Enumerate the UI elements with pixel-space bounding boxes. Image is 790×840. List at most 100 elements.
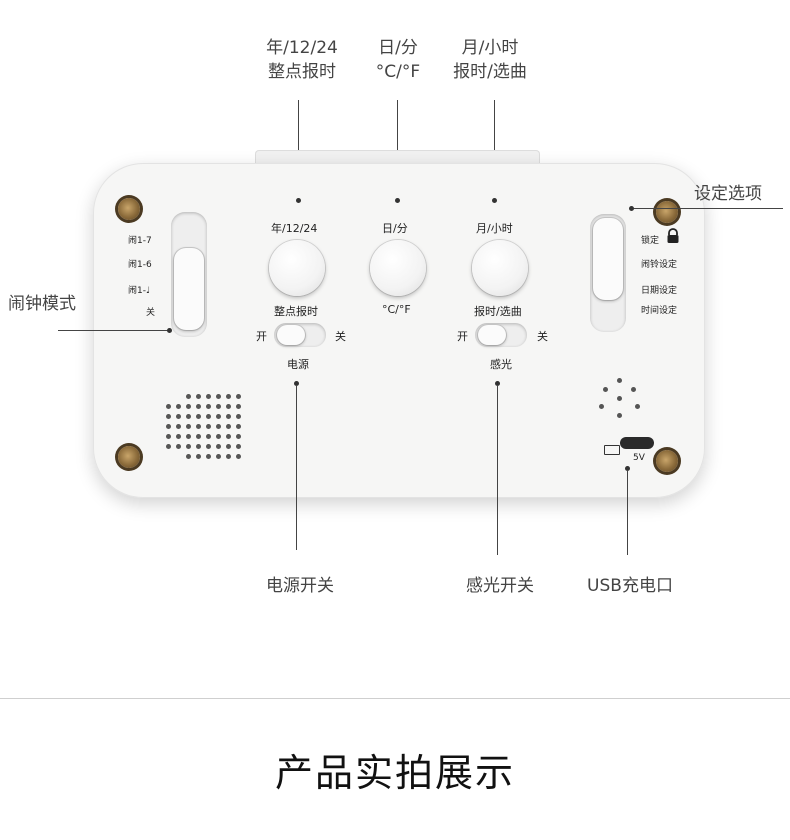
speaker-hole [236, 454, 241, 459]
callout-day-min: 日/分 °C/°F [358, 36, 438, 84]
callout-line-sensor [497, 385, 498, 555]
speaker-hole [206, 424, 211, 429]
settings-slider-knob[interactable] [593, 218, 623, 300]
sensor-switch-knob[interactable] [478, 325, 506, 345]
callout-month-hour: 月/小时 报时/选曲 [440, 36, 540, 84]
speaker-hole [236, 404, 241, 409]
buzzer-holes [595, 378, 645, 418]
speaker-hole [186, 414, 191, 419]
speaker-hole [176, 414, 181, 419]
callout-day-min-line2: °C/°F [375, 62, 421, 82]
speaker-hole [196, 404, 201, 409]
footer-title: 产品实拍展示 [274, 751, 515, 795]
speaker-hole [226, 424, 231, 429]
callout-dot-btn1 [296, 198, 301, 203]
screw-icon [118, 198, 140, 220]
speaker-hole [166, 444, 171, 449]
year-1224-button[interactable] [269, 240, 325, 296]
alarm-option-3: 闹1-♩ [128, 286, 151, 296]
btn3-top-label: 月/小时 [476, 222, 513, 235]
power-off-label: 关 [335, 330, 346, 343]
speaker-hole [206, 454, 211, 459]
speaker-hole [216, 454, 221, 459]
callout-month-hour-line2: 报时/选曲 [453, 62, 527, 82]
alarm-option-2: 闹1-6 [128, 260, 152, 270]
section-divider [0, 698, 790, 699]
screw-icon [118, 446, 140, 468]
callout-dot-alarm-mode [167, 328, 172, 333]
month-hour-button[interactable] [472, 240, 528, 296]
speaker-hole [226, 444, 231, 449]
callout-settings: 设定选项 [694, 184, 762, 204]
callout-year-1224: 年/12/24 整点报时 [252, 36, 352, 84]
alarm-option-1: 闹1-7 [128, 236, 152, 246]
callout-year-1224-line2: 整点报时 [268, 62, 336, 82]
day-min-button[interactable] [370, 240, 426, 296]
speaker-hole [216, 424, 221, 429]
callout-power-switch: 电源开关 [266, 576, 334, 596]
screw-icon [656, 201, 678, 223]
setting-option-4: 时间设定 [641, 306, 678, 316]
power-on-label: 开 [256, 330, 267, 343]
callout-line-usb [627, 470, 628, 555]
callout-dot-btn2 [395, 198, 400, 203]
speaker-hole [196, 394, 201, 399]
speaker-hole [216, 394, 221, 399]
speaker-hole [216, 414, 221, 419]
speaker-hole [186, 454, 191, 459]
usb-port-icon[interactable] [620, 437, 654, 449]
callout-dot-btn3 [492, 198, 497, 203]
btn2-bottom-label: °C/°F [382, 303, 411, 316]
speaker-hole [196, 454, 201, 459]
speaker-hole [226, 404, 231, 409]
alarm-mode-slider-knob[interactable] [174, 248, 204, 330]
btn1-top-label: 年/12/24 [271, 222, 318, 235]
usb-voltage-label: 5V [633, 453, 645, 463]
speaker-hole [176, 444, 181, 449]
power-name-label: 电源 [287, 358, 309, 371]
speaker-hole [226, 454, 231, 459]
callout-usb-port: USB充电口 [587, 576, 673, 596]
speaker-hole [216, 434, 221, 439]
screw-icon [656, 450, 678, 472]
speaker-hole [186, 394, 191, 399]
callout-dot-sensor [495, 381, 500, 386]
speaker-hole [236, 434, 241, 439]
speaker-hole [176, 404, 181, 409]
speaker-hole [196, 434, 201, 439]
power-switch-knob[interactable] [277, 325, 305, 345]
lock-icon [666, 228, 680, 244]
speaker-hole [166, 434, 171, 439]
speaker-hole [236, 394, 241, 399]
callout-light-sensor: 感光开关 [466, 576, 534, 596]
alarm-option-4: 关 [146, 308, 156, 318]
callout-line-settings [633, 208, 783, 209]
sensor-on-label: 开 [457, 330, 468, 343]
speaker-hole [226, 414, 231, 419]
speaker-hole [206, 434, 211, 439]
speaker-hole [206, 394, 211, 399]
setting-option-3: 日期设定 [641, 286, 678, 296]
speaker-hole [186, 444, 191, 449]
speaker-hole [216, 404, 221, 409]
speaker-hole [216, 444, 221, 449]
speaker-hole [206, 444, 211, 449]
callout-dot-power [294, 381, 299, 386]
speaker-hole [236, 424, 241, 429]
battery-icon [604, 445, 620, 455]
setting-option-2: 闹铃设定 [641, 260, 678, 270]
setting-option-1: 锁定 [641, 236, 660, 246]
speaker-grille-icon [166, 394, 246, 466]
callout-dot-usb [625, 466, 630, 471]
speaker-hole [226, 394, 231, 399]
speaker-hole [166, 414, 171, 419]
speaker-hole [176, 424, 181, 429]
speaker-hole [166, 404, 171, 409]
btn3-bottom-label: 报时/选曲 [474, 305, 522, 318]
speaker-hole [226, 434, 231, 439]
speaker-hole [236, 414, 241, 419]
speaker-hole [176, 434, 181, 439]
speaker-hole [196, 444, 201, 449]
callout-year-1224-line1: 年/12/24 [266, 38, 338, 58]
callout-alarm-mode: 闹钟模式 [8, 294, 76, 314]
